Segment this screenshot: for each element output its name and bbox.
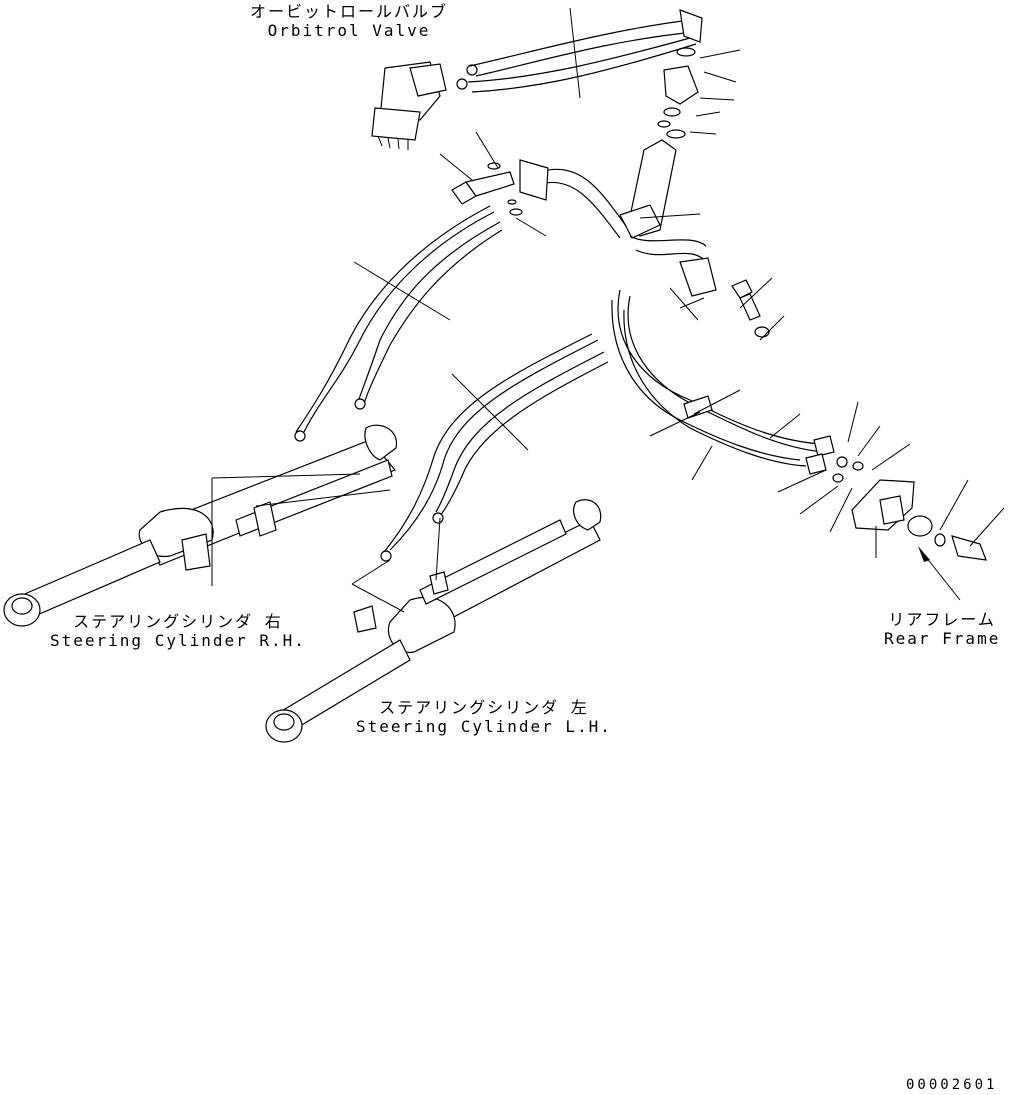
- rear-frame-block: [832, 456, 987, 561]
- priority-valve-fittings: [657, 47, 699, 139]
- lh-cylinder-hoses: [380, 333, 609, 562]
- leader-lines: [211, 7, 1005, 613]
- steering-valve-block: [519, 139, 717, 297]
- orbitrol-hoses: [467, 9, 703, 93]
- steering-cylinder-lh: [265, 499, 602, 743]
- orbitrol-valve-label: オービットロールバルブ Orbitrol Valve: [250, 2, 448, 40]
- steering-cylinder-rh-label-ja: ステアリングシリンダ 右: [73, 612, 283, 631]
- steering-cylinder-lh-label-ja: ステアリングシリンダ 左: [379, 698, 589, 717]
- bolt-upper: [451, 162, 523, 216]
- rh-cylinder-hoses: [294, 205, 503, 442]
- steering-cylinder-lh-label: ステアリングシリンダ 左 Steering Cylinder L.H.: [356, 698, 612, 736]
- steering-cylinder-rh: [3, 424, 398, 627]
- steering-cylinder-rh-label: ステアリングシリンダ 右 Steering Cylinder R.H.: [50, 612, 306, 650]
- rear-frame-label: リアフレーム Rear Frame: [884, 610, 1000, 648]
- bolt-right: [731, 279, 770, 338]
- orbitrol-valve-label-ja: オービットロールバルブ: [250, 2, 449, 21]
- drawing-number: 00002601: [906, 1077, 998, 1093]
- rear-frame-hoses: [611, 289, 835, 475]
- orbitrol-valve: [371, 61, 478, 150]
- rear-frame-label-en: Rear Frame: [884, 629, 1001, 648]
- rear-frame-label-ja: リアフレーム: [888, 610, 996, 629]
- steering-cylinder-rh-label-en: Steering Cylinder R.H.: [50, 631, 306, 650]
- steering-cylinder-lh-label-en: Steering Cylinder L.H.: [356, 717, 612, 736]
- orbitrol-valve-label-en: Orbitrol Valve: [267, 21, 431, 40]
